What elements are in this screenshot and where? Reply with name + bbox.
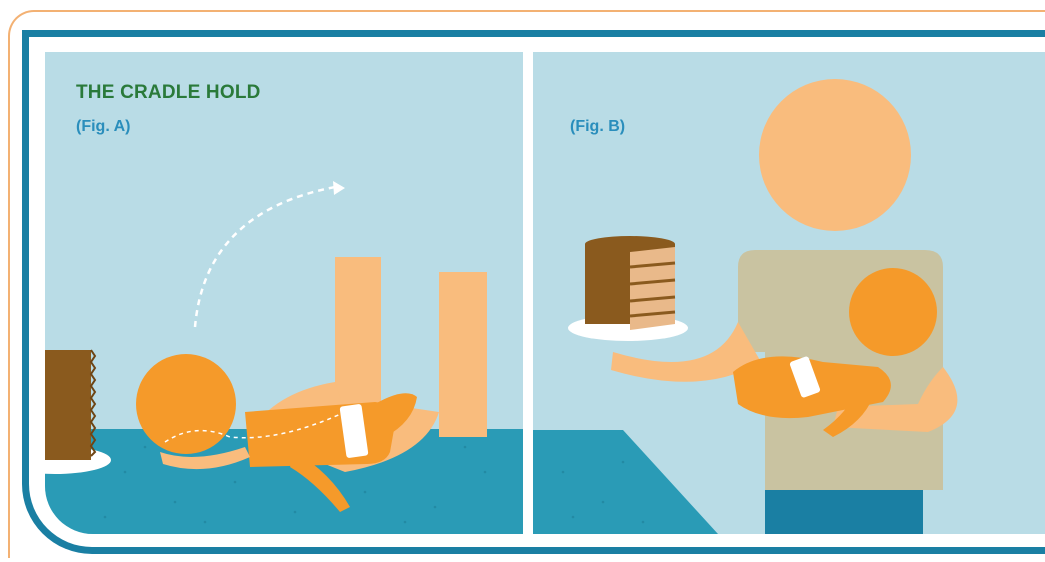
- motion-arrow-path: [195, 187, 335, 327]
- cake-a: [45, 350, 91, 460]
- motion-arrow-head: [333, 181, 345, 195]
- panel-fig-b: (Fig. B): [533, 52, 1045, 534]
- adult-arm-left: [335, 257, 381, 427]
- adult-head-b: [759, 79, 911, 231]
- baby-body-a: [245, 402, 395, 467]
- adult-pants: [765, 490, 923, 534]
- fig-b-label: (Fig. B): [570, 118, 625, 136]
- adult-arm-right: [439, 272, 487, 437]
- cake-b-slice-cut: [630, 247, 675, 330]
- panel-fig-a: THE CRADLE HOLD (Fig. A): [45, 52, 523, 534]
- baby-head-a: [136, 354, 236, 454]
- fig-a-label: (Fig. A): [76, 118, 131, 136]
- table-corner-b: [533, 430, 718, 534]
- baby-head-b: [849, 268, 937, 356]
- page-title: THE CRADLE HOLD: [76, 82, 261, 104]
